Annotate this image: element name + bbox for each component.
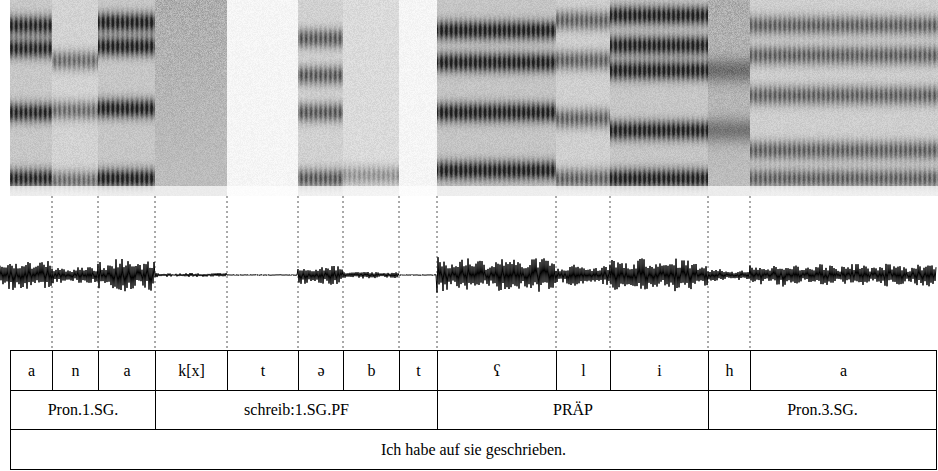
table-cell: schreib:1.SG.PF [155,390,438,430]
segment-boundary [399,196,400,350]
table-cell: n [52,350,99,391]
waveform [0,257,936,292]
cell-text: Pron.1.SG. [48,401,119,419]
table-cell: i [610,350,709,391]
table-cell: t [399,350,438,391]
table-cell: b [343,350,400,391]
table-cell: Pron.3.SG. [708,390,937,430]
cell-text: i [657,362,661,380]
segment-boundary [227,196,228,350]
cell-text: t [416,362,420,380]
table-cell: h [708,350,751,391]
table-cell: ʕ [437,350,557,391]
cell-text: h [726,362,734,380]
cell-text: ʕ [493,362,500,380]
cell-text: a [840,362,847,380]
cell-text: a [123,362,130,380]
table-cell: t [227,350,299,391]
cell-text: b [368,362,376,380]
cell-text: l [581,362,585,380]
table-cell: a [750,350,937,391]
table-cell: ə [298,350,344,391]
cell-text: t [261,362,265,380]
cell-text: PRÄP [553,401,593,419]
cell-text: Pron.3.SG. [787,401,858,419]
spectrogram [10,0,938,196]
cell-text: schreib:1.SG.PF [244,401,349,419]
table-cell: l [556,350,611,391]
cell-text: Ich habe auf sie geschrieben. [381,441,566,459]
table-cell: a [98,350,156,391]
cell-text: n [72,362,80,380]
table-cell: a [10,350,53,391]
table-cell: PRÄP [437,390,709,430]
cell-text: ə [317,362,324,380]
cell-text: a [28,362,35,380]
table-cell: Pron.1.SG. [10,390,156,430]
cell-text: k[x] [178,362,205,380]
table-cell: Ich habe auf sie geschrieben. [10,429,937,470]
table-cell: k[x] [155,350,228,391]
